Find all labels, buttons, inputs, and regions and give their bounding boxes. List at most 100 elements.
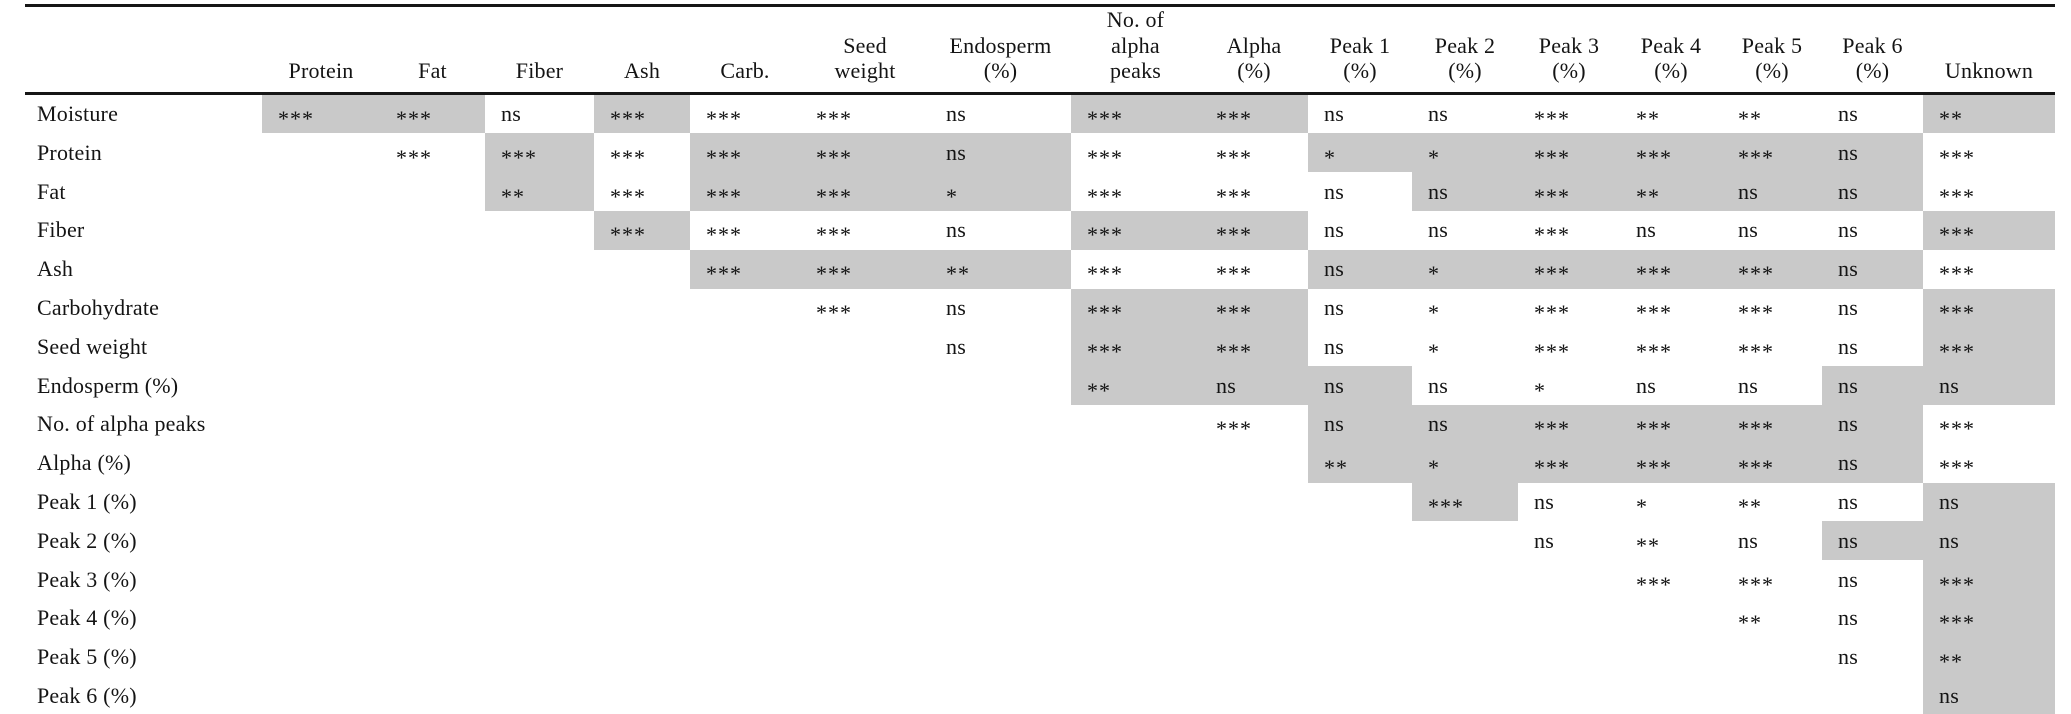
row-label: Fiber [37, 217, 85, 243]
matrix-cell [930, 599, 1071, 638]
matrix-cell: *** [594, 93, 690, 134]
matrix-cell [262, 405, 380, 444]
matrix-cell: ns [1308, 404, 1412, 444]
matrix-cell: *** [1200, 288, 1308, 328]
matrix-cell: ns [1923, 366, 2055, 405]
matrix-cell [1620, 638, 1722, 677]
matrix-cell: ns [1428, 217, 1448, 243]
significance-stars: *** [396, 105, 432, 131]
matrix-cell [1308, 638, 1412, 677]
matrix-cell: *** [690, 172, 800, 211]
matrix-cell: ns [1324, 178, 1344, 204]
row-label: Seed weight [37, 333, 148, 359]
matrix-cell [594, 289, 690, 328]
significance-stars: *** [1636, 455, 1672, 481]
column-header-peak4-pct: Peak 4 (%) [1620, 4, 1722, 95]
matrix-cell: ns [1923, 521, 2055, 561]
matrix-cell [1518, 677, 1620, 714]
matrix-cell: ns [1838, 488, 1858, 514]
matrix-cell: ns [1822, 404, 1923, 444]
matrix-cell [380, 521, 485, 560]
row-label: Peak 1 (%) [37, 488, 137, 514]
matrix-cell: *** [690, 93, 800, 133]
row-label: Fat [37, 178, 66, 204]
table-row: Peak 6 (%)ns [25, 676, 2055, 714]
column-header-protein: Protein [262, 4, 380, 95]
matrix-cell [262, 133, 380, 172]
matrix-cell [594, 405, 690, 444]
row-label: Peak 5 (%) [37, 644, 137, 670]
matrix-cell [1071, 599, 1200, 638]
matrix-cell: *** [1620, 443, 1722, 483]
matrix-cell: ns [1412, 172, 1518, 211]
significance-stars: * [1428, 455, 1440, 481]
matrix-header: Protein Fat Fiber Ash Carb. Seed weight … [25, 4, 2055, 95]
matrix-cell: ns [1412, 404, 1518, 444]
significance-stars: *** [1939, 455, 1975, 481]
significance-stars: *** [1087, 105, 1123, 131]
significance-stars: *** [1738, 261, 1774, 287]
significance-stars: ** [1636, 105, 1660, 131]
matrix-cell: *** [1200, 172, 1308, 211]
matrix-cell: *** [1620, 249, 1722, 289]
matrix-cell [800, 677, 930, 714]
significance-stars: *** [610, 144, 646, 170]
matrix-cell: *** [1518, 249, 1620, 289]
matrix-cell: *** [690, 249, 800, 289]
matrix-cell: *** [1620, 404, 1722, 444]
significance-stars: * [1636, 493, 1648, 519]
matrix-cell: *** [1518, 327, 1620, 366]
significance-stars: *** [278, 105, 314, 131]
significance-stars: ** [1738, 493, 1762, 519]
matrix-cell: *** [800, 249, 930, 289]
matrix-cell [1308, 677, 1412, 714]
significance-stars: *** [1636, 571, 1672, 597]
matrix-cell: ** [1620, 172, 1722, 211]
matrix-cell [380, 211, 485, 250]
matrix-cell: * [1620, 483, 1722, 522]
significance-stars: *** [706, 261, 742, 287]
matrix-cell [1071, 560, 1200, 599]
matrix-cell: ns [946, 333, 966, 359]
matrix-cell [1200, 444, 1308, 483]
significance-stars: * [1534, 377, 1546, 403]
significance-stars: ** [1636, 183, 1660, 209]
matrix-cell [594, 638, 690, 677]
matrix-cell [262, 483, 380, 522]
row-label: Endosperm (%) [37, 372, 179, 398]
matrix-cell [1200, 599, 1308, 638]
matrix-cell: * [1412, 133, 1518, 173]
matrix-cell [1308, 599, 1412, 638]
column-header-unknown: Unknown [1923, 4, 2055, 95]
matrix-cell [262, 677, 380, 714]
matrix-cell [800, 560, 930, 599]
matrix-cell: *** [1620, 560, 1722, 599]
matrix-cell: *** [1722, 289, 1822, 328]
matrix-cell: ns [1428, 372, 1448, 398]
matrix-cell: ns [1822, 172, 1923, 211]
significance-stars: *** [1216, 222, 1252, 248]
matrix-cell: *** [800, 93, 930, 133]
matrix-cell: *** [594, 172, 690, 211]
matrix-cell [485, 483, 594, 522]
matrix-cell: ns [1324, 100, 1344, 126]
matrix-cell: ns [1534, 527, 1554, 553]
matrix-cell [1620, 599, 1722, 638]
significance-stars: ** [1738, 105, 1762, 131]
significance-stars: *** [816, 144, 852, 170]
row-label: Protein [37, 139, 102, 165]
significance-stars: *** [1534, 261, 1570, 287]
significance-stars: *** [1939, 416, 1975, 442]
matrix-cell [485, 327, 594, 366]
matrix-cell: ** [1620, 93, 1722, 133]
matrix-cell [594, 444, 690, 483]
table-row: Peak 5 (%)ns** [25, 637, 2055, 677]
matrix-cell: ns [1722, 172, 1822, 211]
significance-stars: *** [706, 105, 742, 131]
matrix-cell: ns [1923, 482, 2055, 522]
matrix-cell [262, 172, 380, 211]
matrix-cell [800, 483, 930, 522]
